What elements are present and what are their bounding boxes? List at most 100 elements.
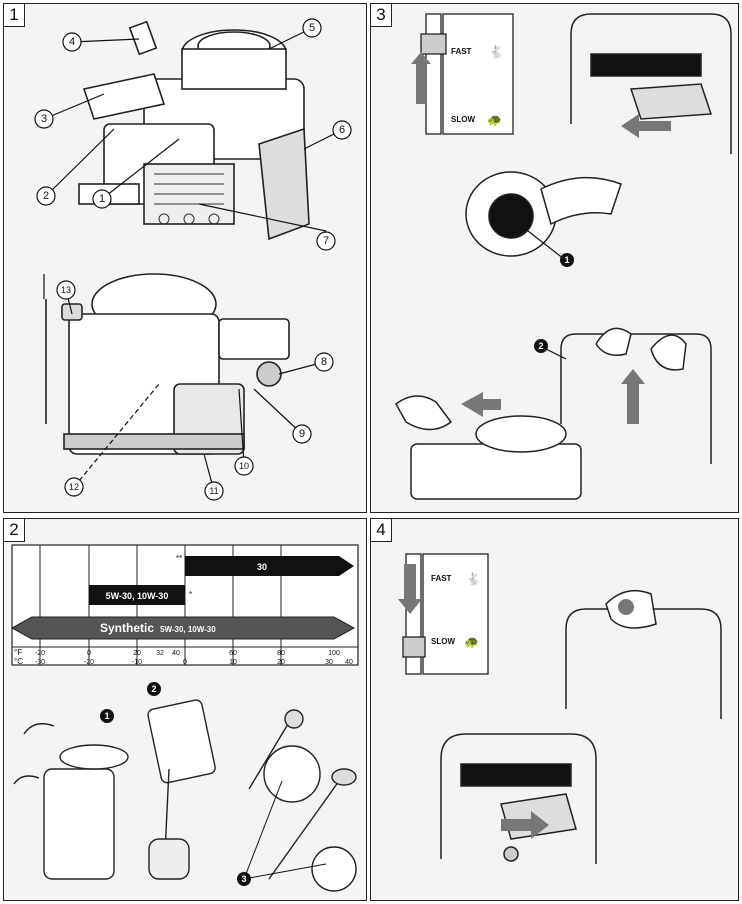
engine-top <box>410 443 582 500</box>
turtle-icon: 🐢 <box>464 635 479 649</box>
callout-2 <box>36 186 56 206</box>
panel-number: 3 <box>371 4 392 27</box>
callout-10 <box>234 456 254 476</box>
engine-illustration: 1 2 3 4 5 6 7 8 9 10 11 12 13 <box>34 18 352 501</box>
callout-4-label: 4 <box>69 36 75 48</box>
throttle-panel <box>442 13 514 135</box>
callout-13-label: 13 <box>61 285 71 295</box>
fahrenheit-tick: 100 <box>328 650 340 657</box>
panel-4-stopping: 4 FAST SLOW 🐇 🐢 <box>370 518 739 901</box>
oil-fill-cap <box>59 744 129 770</box>
panel-3-starting: 3 FAST SLOW 🐇 🐢 <box>370 3 739 513</box>
fahrenheit-tick: 20 <box>133 650 141 657</box>
fahrenheit-tick: 60 <box>229 650 237 657</box>
fahrenheit-tick: -20 <box>35 650 45 657</box>
throttle-handle <box>420 33 447 55</box>
step-1-badge <box>560 253 574 267</box>
starting-illustration: FAST SLOW 🐇 🐢 <box>395 13 732 500</box>
callout-6-label: 6 <box>339 124 345 136</box>
fahrenheit-unit: °F <box>14 648 22 657</box>
throttle-panel <box>422 553 489 675</box>
fahrenheit-tick: 40 <box>172 650 180 657</box>
muffler <box>258 127 310 241</box>
panel-number: 2 <box>4 519 25 542</box>
callout-8-label: 8 <box>321 356 327 368</box>
fuel-tank <box>82 73 166 120</box>
turtle-icon: 🐢 <box>487 113 502 127</box>
recoil-cover <box>475 415 567 453</box>
callout-1-label: 1 <box>99 193 105 205</box>
celsius-tick: -20 <box>84 659 94 666</box>
band-5w-mark: * <box>189 590 192 599</box>
panel-2-oil: 2 30 5W-30, 10W-30 Synthetic 5W-30, 10W-… <box>3 518 367 901</box>
callout-12 <box>64 477 84 497</box>
callout-9-label: 9 <box>299 428 305 440</box>
celsius-unit: °C <box>14 657 23 666</box>
panel-1-engine-parts: 1 <box>3 3 367 513</box>
step-2-label: 2 <box>151 684 156 694</box>
celsius-tick: 30 <box>325 659 333 666</box>
band-30-arrow <box>185 556 354 576</box>
step-2-label: 2 <box>538 341 543 351</box>
band-5w30 <box>89 585 185 605</box>
band-5w-label: 5W-30, 10W-30 <box>106 591 169 601</box>
throttle-slot <box>425 13 442 135</box>
primer-bulb <box>488 193 534 239</box>
engine-side <box>43 768 115 880</box>
callout-1 <box>92 189 112 209</box>
celsius-tick: -30 <box>35 659 45 666</box>
bail-handle <box>560 333 712 464</box>
step-2-badge <box>534 339 548 353</box>
celsius-tick: -10 <box>132 659 142 666</box>
throttle-handle <box>402 636 426 658</box>
fahrenheit-tick: 0 <box>87 650 91 657</box>
step-3-label: 3 <box>241 874 246 884</box>
celsius-tick: 0 <box>183 659 187 666</box>
callout-3 <box>34 109 54 129</box>
hand-pulling <box>395 395 453 431</box>
callout-11-label: 11 <box>209 486 218 496</box>
band-30-label: 30 <box>257 562 267 572</box>
carburetor <box>256 361 282 387</box>
fast-label: FAST <box>431 574 452 583</box>
throttle-label-strip <box>590 53 702 77</box>
dipstick-2 <box>268 773 345 880</box>
band-30-mark: ** <box>176 554 182 563</box>
oil-viscosity-chart: 30 5W-30, 10W-30 Synthetic 5W-30, 10W-30… <box>10 544 359 892</box>
fahrenheit-tick: 32 <box>156 650 164 657</box>
step-1-label: 1 <box>564 255 569 265</box>
left-arrow <box>621 114 671 138</box>
callout-4 <box>62 32 82 52</box>
up-arrow <box>411 52 431 104</box>
stopping-illustration: FAST SLOW 🐇 🐢 <box>398 553 722 864</box>
fahrenheit-tick: 80 <box>277 650 285 657</box>
throttle-label-strip <box>460 763 572 787</box>
fast-label: FAST <box>451 47 472 56</box>
callout-2-label: 2 <box>43 190 49 202</box>
mower-handle-lower <box>440 733 597 864</box>
dipstick-1 <box>248 713 295 790</box>
rabbit-icon: 🐇 <box>489 45 504 59</box>
rag <box>147 699 216 784</box>
callout-8 <box>314 352 334 372</box>
callout-13 <box>56 280 76 300</box>
celsius-tick: 20 <box>277 659 285 666</box>
mower-handle-top <box>570 13 732 154</box>
up-arrow-2 <box>621 369 645 424</box>
callout-6 <box>332 120 352 140</box>
slow-label: SLOW <box>431 637 455 646</box>
panel-number: 1 <box>4 4 25 27</box>
callout-5-label: 5 <box>309 22 315 34</box>
right-arrow <box>501 811 549 839</box>
celsius-tick: 40 <box>345 659 353 666</box>
slow-label: SLOW <box>451 115 475 124</box>
synthetic-grades: 5W-30, 10W-30 <box>160 625 216 634</box>
callout-5 <box>302 18 322 38</box>
synthetic-arrow <box>10 616 356 640</box>
panel-number: 4 <box>371 519 392 542</box>
step-1-label: 1 <box>104 711 109 721</box>
down-arrow <box>398 564 422 614</box>
callout-11 <box>204 481 224 501</box>
hand-pressing <box>540 176 622 226</box>
callout-7-label: 7 <box>323 235 329 247</box>
